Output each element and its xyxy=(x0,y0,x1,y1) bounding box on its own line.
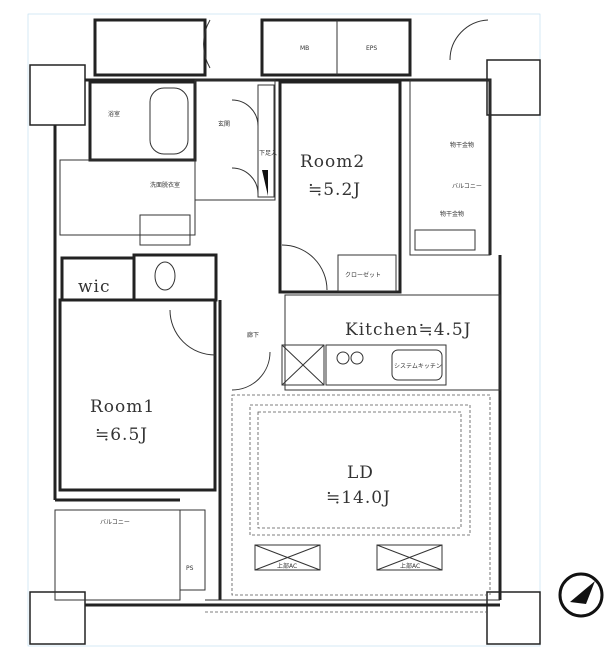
room1-name: Room1 xyxy=(90,397,155,417)
balcony-right xyxy=(409,79,491,256)
ps-label: PS xyxy=(186,565,194,572)
room1-size: ≒6.5J xyxy=(95,425,148,445)
ld-name: LD xyxy=(347,463,374,483)
top-storage-right xyxy=(260,18,412,77)
mb-label: MB xyxy=(300,45,309,52)
system-kitchen-label: システムキッチン xyxy=(394,363,442,370)
north-compass-icon xyxy=(558,572,604,618)
room2-name: Room2 xyxy=(300,152,365,172)
column xyxy=(486,591,541,645)
door-arc xyxy=(203,19,211,69)
room1 xyxy=(58,298,217,492)
laundry-bar-label: 物干金物 xyxy=(440,210,464,218)
ld-size: ≒14.0J xyxy=(326,488,391,508)
pipe-space xyxy=(179,509,206,591)
column xyxy=(29,64,86,126)
ac-label: 上部AC xyxy=(277,562,297,570)
kitchen-name: Kitchen≒4.5J xyxy=(345,320,472,340)
column xyxy=(29,591,86,645)
balcony-right-label: バルコニー xyxy=(452,183,482,190)
washroom xyxy=(59,159,196,236)
shoe-cabinet xyxy=(257,84,275,198)
eps-label: EPS xyxy=(366,45,377,52)
balcony-bottom-label: バルコニー xyxy=(100,519,130,526)
wic-name: wic xyxy=(78,277,111,297)
bath-label: 浴室 xyxy=(108,110,120,118)
washroom-label: 洗面脱衣室 xyxy=(150,181,180,189)
system-kitchen xyxy=(325,344,447,386)
bathroom xyxy=(88,80,197,162)
door-arc xyxy=(449,19,489,61)
laundry-bar-label: 物干金物 xyxy=(450,141,474,149)
frame xyxy=(27,13,541,647)
entrance xyxy=(194,79,276,201)
closet xyxy=(337,254,397,292)
room2-size: ≒5.2J xyxy=(308,180,361,200)
hallway-label: 廊下 xyxy=(247,331,259,339)
ld-ceiling xyxy=(249,404,471,536)
fridge-space xyxy=(281,344,325,386)
shoe-cabinet-mark xyxy=(262,170,268,196)
top-storage-left xyxy=(93,18,207,77)
ac-unit xyxy=(254,544,321,571)
bathtub xyxy=(149,87,189,155)
shoe-cabinet-label: 下足入 xyxy=(259,150,277,157)
ac-label: 上部AC xyxy=(400,562,420,570)
room2 xyxy=(278,80,402,294)
entrance-label: 玄関 xyxy=(218,120,230,128)
vanity xyxy=(139,214,191,246)
ac-unit xyxy=(376,544,443,571)
column xyxy=(486,59,541,116)
kitchen xyxy=(284,294,501,391)
closet-label: クローゼット xyxy=(345,271,381,279)
outdoor-unit xyxy=(414,229,476,251)
toilet-fixture xyxy=(154,261,176,291)
